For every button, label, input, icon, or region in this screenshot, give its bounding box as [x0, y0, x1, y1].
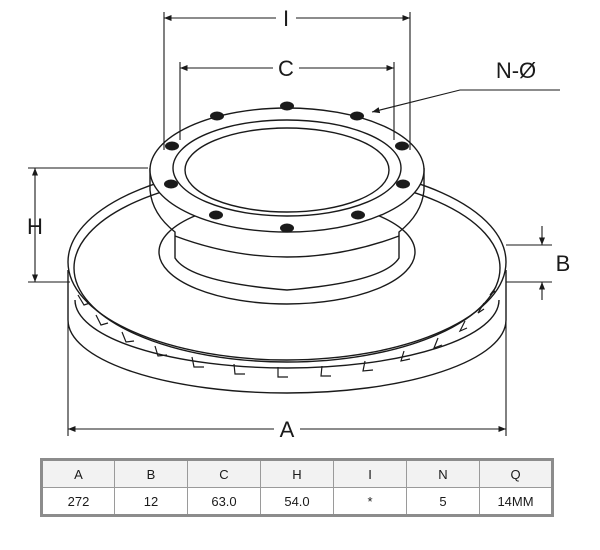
spec-value-b: 12 [114, 487, 188, 516]
spec-value-h: 54.0 [260, 487, 334, 516]
spec-header-c: C [187, 459, 261, 488]
ventilation-vanes [77, 286, 497, 378]
hub-wall [149, 168, 425, 291]
spec-value-c: 63.0 [187, 487, 261, 516]
spec-header-a: A [41, 459, 115, 488]
hub-bore [184, 127, 390, 213]
spec-header-h: H [260, 459, 334, 488]
hub-wall-lower [174, 235, 400, 258]
dim-b-label: B [556, 251, 571, 276]
spec-table: A B C H I N Q 272 12 63.0 54.0 * 5 14MM [40, 458, 554, 517]
spec-header-b: B [114, 459, 188, 488]
spec-table-header-row: A B C H I N Q [41, 459, 553, 488]
spec-value-n: 5 [406, 487, 480, 516]
spec-table-value-row: 272 12 63.0 54.0 * 5 14MM [41, 487, 553, 516]
spec-value-q: 14MM [479, 487, 553, 516]
dim-c-label: C [278, 56, 294, 81]
spec-header-q: Q [479, 459, 553, 488]
dim-n-leader [371, 89, 560, 114]
dim-n-phi-label: N-Ø [496, 58, 536, 83]
hub-flange-outer [149, 107, 425, 233]
spec-value-a: 272 [41, 487, 115, 516]
disc-bottom-edge [67, 270, 507, 394]
disc-bottom-inner-edge [74, 299, 500, 369]
spec-value-i: * [333, 487, 407, 516]
bolt-holes [164, 101, 410, 233]
dim-a-label: A [280, 417, 295, 442]
dim-h-label: H [27, 214, 43, 239]
brake-disc-drawing: I C N-Ø H B A [27, 4, 571, 443]
spec-header-n: N [406, 459, 480, 488]
spec-header-i: I [333, 459, 407, 488]
dim-i-label: I [283, 6, 289, 31]
hub-flange-inner [172, 119, 402, 217]
